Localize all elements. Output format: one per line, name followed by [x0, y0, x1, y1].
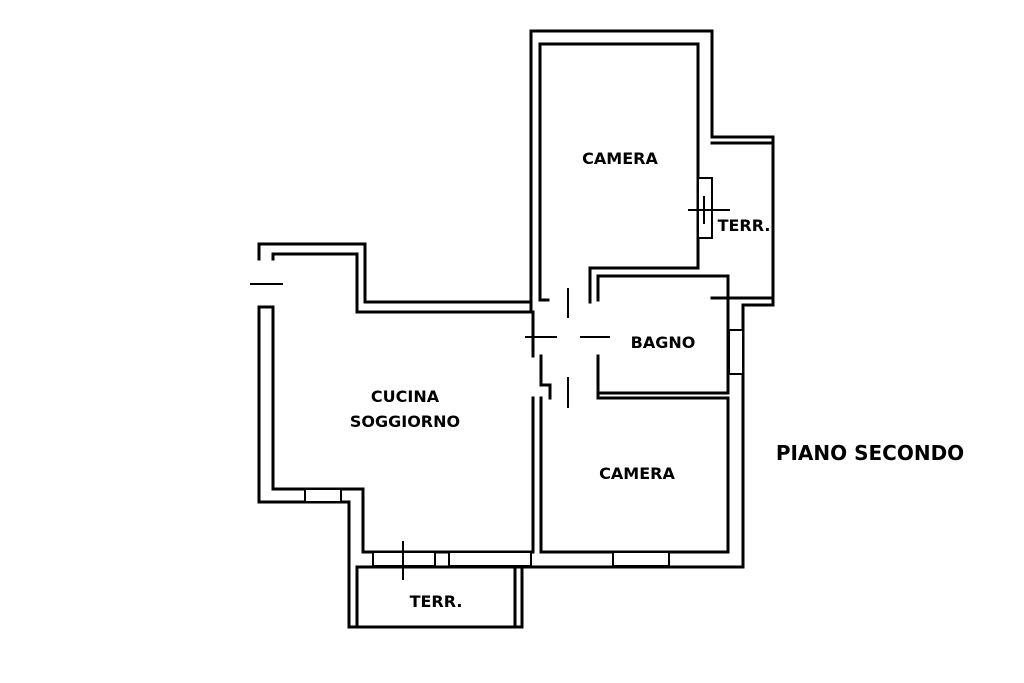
room-label-bathroom: BAGNO	[631, 333, 696, 352]
room-label-camera-top: CAMERA	[582, 149, 658, 168]
room-label-terrace-right: TERR.	[718, 216, 771, 235]
window-camera-bottom	[612, 551, 670, 567]
room-label-terrace-bottom: TERR.	[410, 592, 463, 611]
room-label-kitchen-line1: CUCINA	[371, 387, 440, 406]
door-marks	[250, 196, 730, 580]
window-bagno	[728, 329, 744, 375]
window-kitchen-left	[304, 488, 342, 503]
windows	[304, 177, 744, 567]
floor-title: PIANO SECONDO	[776, 441, 964, 465]
outer-walls	[257, 29, 775, 629]
room-label-camera-bottom: CAMERA	[599, 464, 675, 483]
window-kitchen-bottom-2	[448, 551, 532, 567]
room-label-kitchen-line2: SOGGIORNO	[350, 412, 460, 431]
